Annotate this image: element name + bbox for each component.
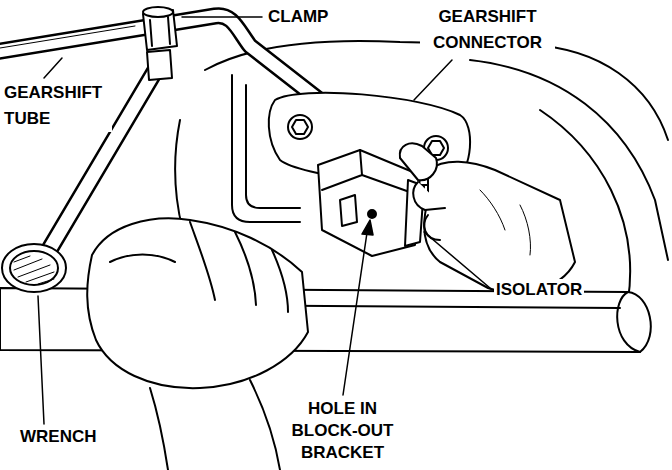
wrench-socket: [147, 50, 172, 80]
part-label: GEARSHIFT TUBE: [2, 80, 112, 132]
wrist: [150, 380, 280, 470]
finger: [413, 182, 445, 210]
leader-line: [38, 296, 44, 424]
finger: [424, 215, 440, 240]
part-label: WRENCH: [18, 426, 99, 448]
clamp-top: [143, 7, 173, 17]
ratchet-hatch: [14, 256, 54, 284]
leader-line: [182, 16, 262, 18]
bolt-hex: [292, 120, 308, 134]
knuckle: [480, 190, 531, 255]
thumb: [110, 255, 175, 263]
leader-lines: [38, 17, 490, 424]
arrowhead: [362, 220, 373, 235]
clamp-line: [150, 17, 170, 46]
right-hand: [400, 143, 575, 292]
leader-line: [44, 58, 62, 78]
wrench-head-inner: [10, 251, 58, 285]
part-label: CLAMP: [266, 6, 330, 28]
leader-line: [424, 232, 490, 288]
leader-line: [343, 226, 368, 395]
part-label: GEARSHIFT CONNECTOR: [420, 4, 555, 56]
left-hand: [87, 218, 308, 470]
finger: [400, 143, 437, 180]
bracket-hole: [368, 210, 376, 218]
leader-line: [414, 60, 452, 100]
finger-crease: [190, 222, 288, 312]
rod-end: [617, 292, 640, 352]
wrench-head: [2, 244, 66, 292]
tube-highlight: [0, 26, 135, 48]
clamp: [143, 7, 177, 50]
part-label: ISOLATOR: [494, 279, 584, 301]
part-label: HOLE IN BLOCK-OUT BRACKET: [285, 398, 400, 464]
bolt: [288, 115, 312, 139]
hand-outline: [87, 218, 308, 388]
bracket-slot: [340, 195, 357, 226]
hand-outline: [424, 162, 575, 293]
